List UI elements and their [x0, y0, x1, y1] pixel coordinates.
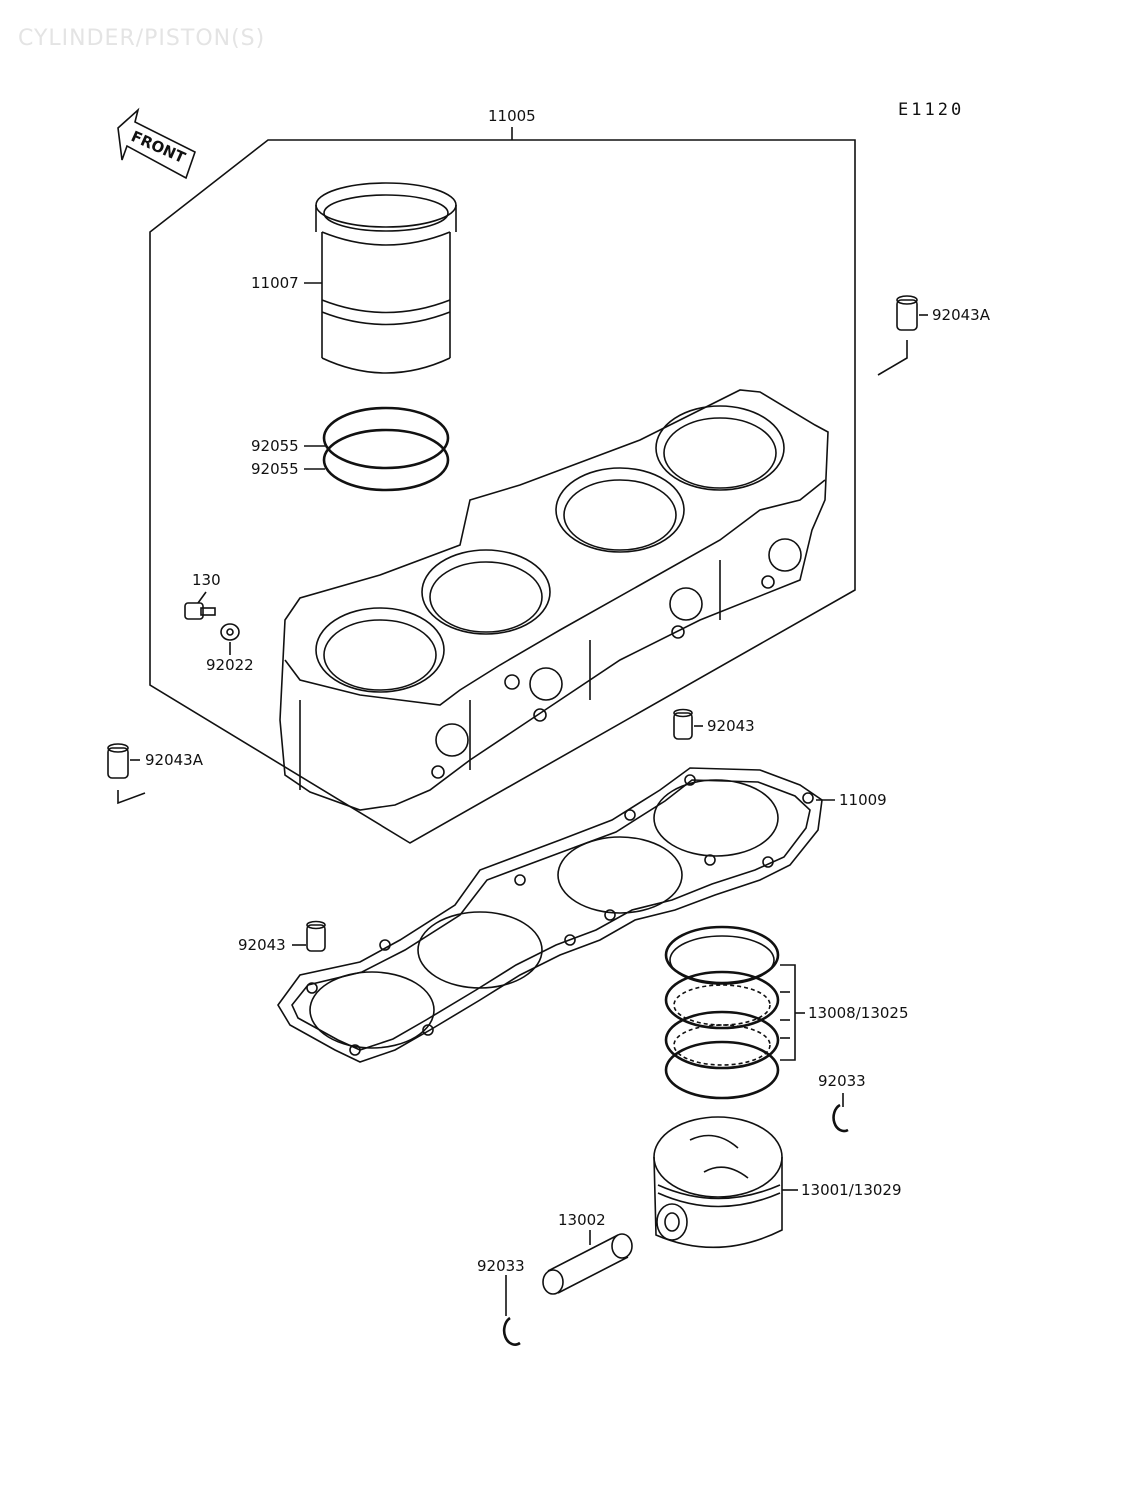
diagram-code: E1120	[898, 100, 964, 120]
washer-icon	[220, 623, 240, 641]
label-circlip-right: 92033	[818, 1072, 866, 1090]
label-dowel-pin-left: 92043	[238, 936, 286, 954]
dowel-pin-left-icon	[306, 920, 326, 952]
label-washer: 92022	[206, 656, 254, 674]
bolt-icon	[184, 602, 216, 620]
cylinder-block	[279, 389, 829, 811]
label-dowel-pin-a-left: 92043A	[145, 751, 204, 769]
circlip-left-icon	[502, 1316, 521, 1346]
label-head-gasket: 11009	[839, 791, 887, 809]
label-piston: 13001/13029	[801, 1181, 902, 1199]
cylinder-liner	[315, 182, 457, 374]
piston-rings	[664, 925, 805, 1100]
leader-lines	[130, 282, 928, 1316]
label-dowel-pin-top: 92043	[707, 717, 755, 735]
head-gasket	[277, 767, 823, 1063]
label-cylinder-block: 11005	[488, 107, 536, 125]
circlip-right-icon	[832, 1103, 849, 1133]
piston-pin-icon	[542, 1233, 633, 1295]
label-cylinder-liner: 11007	[251, 274, 299, 292]
front-arrow-icon: FRONT	[117, 107, 196, 180]
label-o-ring-upper: 92055	[251, 437, 299, 455]
dowel-pin-top-icon	[673, 708, 693, 740]
label-o-ring-lower: 92055	[251, 460, 299, 478]
label-circlip-left: 92033	[477, 1257, 525, 1275]
label-piston-pin: 13002	[558, 1211, 606, 1229]
label-bolt: 130	[192, 571, 221, 589]
diagram-title: CYLINDER/PISTON(S)	[18, 26, 265, 51]
dowel-pin-a-right-icon	[877, 295, 918, 376]
assembly-boundary	[149, 127, 856, 844]
label-piston-ring-set: 13008/13025	[808, 1004, 909, 1022]
piston	[653, 1116, 783, 1249]
dowel-pin-a-left-icon	[107, 743, 146, 805]
label-dowel-pin-a-right: 92043A	[932, 306, 991, 324]
o-rings	[322, 406, 450, 492]
